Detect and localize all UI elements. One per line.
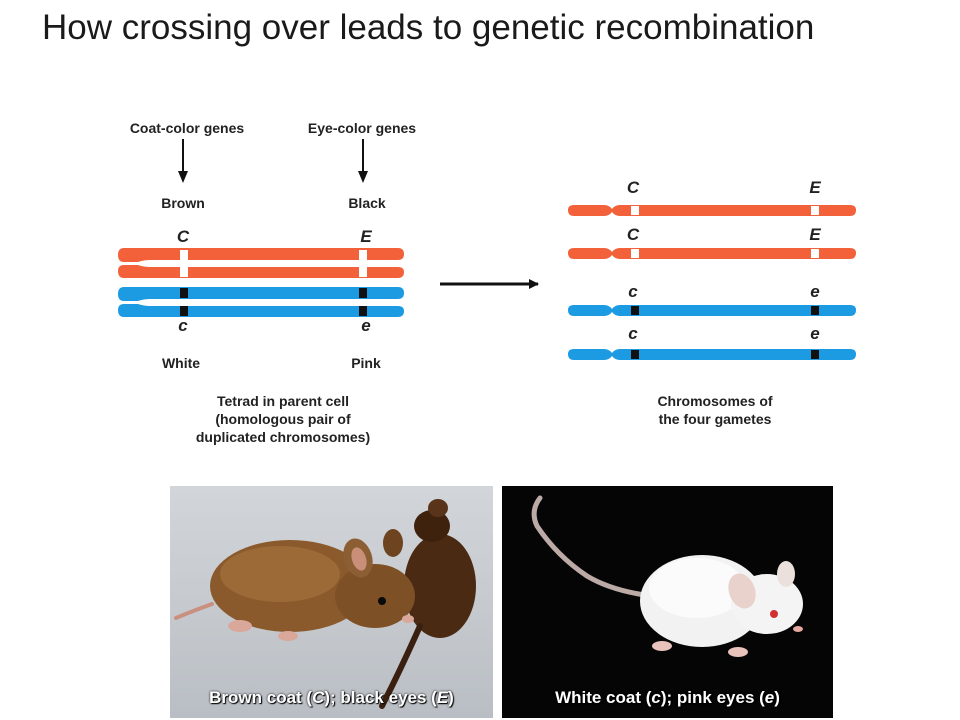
allele-c-caption: c <box>651 688 661 707</box>
gamete-2-coat-allele: C <box>627 225 640 244</box>
brown-mice-photo: Brown coat (C); black eyes (E) <box>170 486 493 718</box>
gene-locus-e-1 <box>359 288 367 298</box>
gamete-3-coat-allele: c <box>628 282 638 301</box>
tetrad-blue-chromosome <box>118 287 404 317</box>
allele-E-caption: E <box>436 688 449 707</box>
gene-locus-E-1 <box>359 250 367 260</box>
gamete-3-eye-allele: e <box>810 282 819 301</box>
white-mouse-photo: White coat (c); pink eyes (e) <box>502 486 833 718</box>
gamete-1-eye-allele: E <box>809 178 821 197</box>
gene-locus-C-1 <box>180 250 188 260</box>
white-label: White <box>162 355 200 371</box>
tetrad-caption-line-1: Tetrad in parent cell <box>217 393 349 409</box>
allele-e-bottom: e <box>361 316 370 335</box>
tetrad-caption-line-3: duplicated chromosomes) <box>196 429 370 445</box>
allele-C-caption: C <box>312 688 325 707</box>
brown-label: Brown <box>161 195 205 211</box>
gamete-chromosome-2: C E <box>568 225 856 259</box>
allele-C-top: C <box>177 227 190 246</box>
eye-color-genes-label: Eye-color genes <box>308 120 416 136</box>
eye-gene-arrow <box>358 139 368 183</box>
gamete-chromosome-4: c e <box>568 324 856 360</box>
gene-locus-c-1 <box>180 288 188 298</box>
gamete-4-coat-allele: c <box>628 324 638 343</box>
gamete-chromosome-1: C E <box>568 178 856 216</box>
gametes-caption-line-2: the four gametes <box>659 411 772 427</box>
gamete-chromosome-3: c e <box>568 282 856 316</box>
tetrad-caption-line-2: (homologous pair of <box>215 411 351 427</box>
gene-locus-c-2 <box>180 306 188 316</box>
gene-locus-e-2 <box>359 306 367 316</box>
coat-gene-arrow <box>178 139 188 183</box>
gene-locus-C-2 <box>180 267 188 277</box>
black-label: Black <box>348 195 386 211</box>
page-title: How crossing over leads to genetic recom… <box>42 8 815 47</box>
white-mouse-caption: White coat (c); pink eyes (e) <box>555 688 780 707</box>
gametes-caption-line-1: Chromosomes of <box>657 393 772 409</box>
allele-c-bottom: c <box>178 316 188 335</box>
recombination-diagram: Coat-color genes Eye-color genes Brown B… <box>118 120 856 445</box>
gene-locus-E-2 <box>359 267 367 277</box>
brown-mice-caption: Brown coat (C); black eyes (E) <box>209 688 454 707</box>
brown-mice-illustration <box>174 499 476 709</box>
white-mouse-illustration <box>531 495 803 657</box>
gamete-1-coat-allele: C <box>627 178 640 197</box>
pink-label: Pink <box>351 355 381 371</box>
coat-color-genes-label: Coat-color genes <box>130 120 245 136</box>
tetrad-orange-chromosome <box>118 248 404 278</box>
gamete-2-eye-allele: E <box>809 225 821 244</box>
allele-E-top: E <box>360 227 372 246</box>
gamete-4-eye-allele: e <box>810 324 819 343</box>
allele-e-caption: e <box>764 688 775 707</box>
